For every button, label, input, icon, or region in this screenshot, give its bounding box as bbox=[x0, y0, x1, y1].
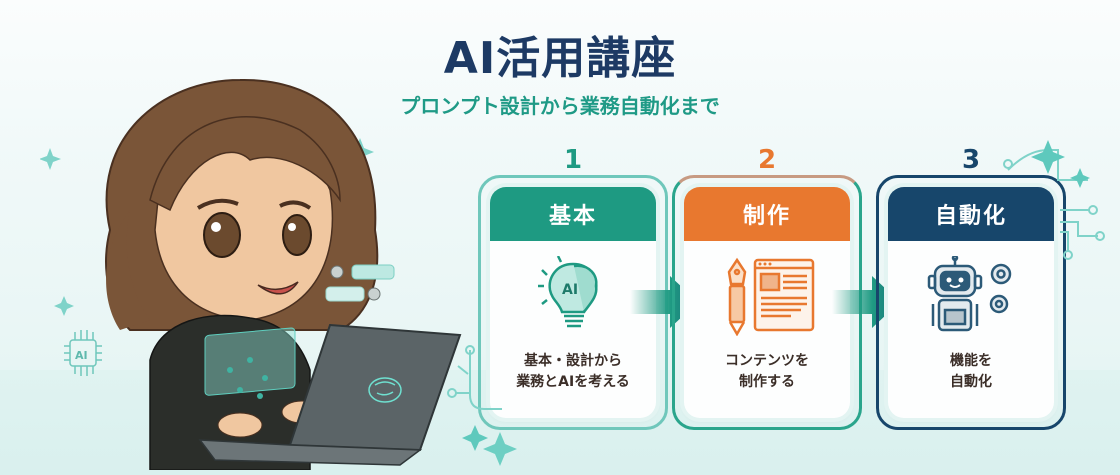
step-number: 2 bbox=[757, 145, 777, 175]
svg-text:AI: AI bbox=[75, 349, 88, 362]
arrow-right-icon bbox=[630, 276, 698, 328]
step-frame bbox=[876, 175, 1066, 430]
step-title: 自動化 bbox=[888, 187, 1054, 241]
step-card-2[interactable]: 2 制作 コンテンツを 制作する bbox=[672, 145, 862, 430]
svg-text:AI: AI bbox=[562, 282, 578, 298]
step-title: 制作 bbox=[684, 187, 850, 241]
step-card-1[interactable]: 1 基本 AI 基本・設計から 業務とAIを考える bbox=[478, 145, 668, 430]
step-card-body: 基本 AI 基本・設計から 業務とAIを考える bbox=[490, 187, 656, 418]
page-subtitle: プロンプト設計から業務自動化まで bbox=[400, 94, 720, 118]
step-number: 3 bbox=[961, 145, 981, 175]
robot-with-gears-icon bbox=[927, 256, 1012, 332]
ai-chip-icon bbox=[64, 330, 102, 376]
step-number: 1 bbox=[563, 145, 583, 175]
step-title: 基本 bbox=[490, 187, 656, 241]
step-card-body: 制作 コンテンツを 制作する bbox=[684, 187, 850, 418]
brain-icon bbox=[368, 377, 402, 403]
arrow-right-icon bbox=[832, 276, 900, 328]
step-card-body: 自動化 機能を 自動化 bbox=[888, 187, 1054, 418]
step-description: コンテンツを 制作する bbox=[725, 353, 809, 390]
lightbulb-brain-ai-icon: AI bbox=[538, 256, 598, 328]
step-description: 基本・設計から 業務とAIを考える bbox=[516, 353, 630, 390]
character-illustration: AI bbox=[40, 78, 462, 470]
pen-and-document-icon bbox=[727, 257, 815, 336]
step-card-3[interactable]: 3 自動化 機能を 自動化 bbox=[876, 145, 1066, 430]
step-description: 機能を 自動化 bbox=[950, 353, 992, 390]
laptop-icon bbox=[288, 323, 462, 452]
page-title: AI活用講座 bbox=[443, 33, 677, 84]
neural-network-icon bbox=[227, 357, 268, 399]
